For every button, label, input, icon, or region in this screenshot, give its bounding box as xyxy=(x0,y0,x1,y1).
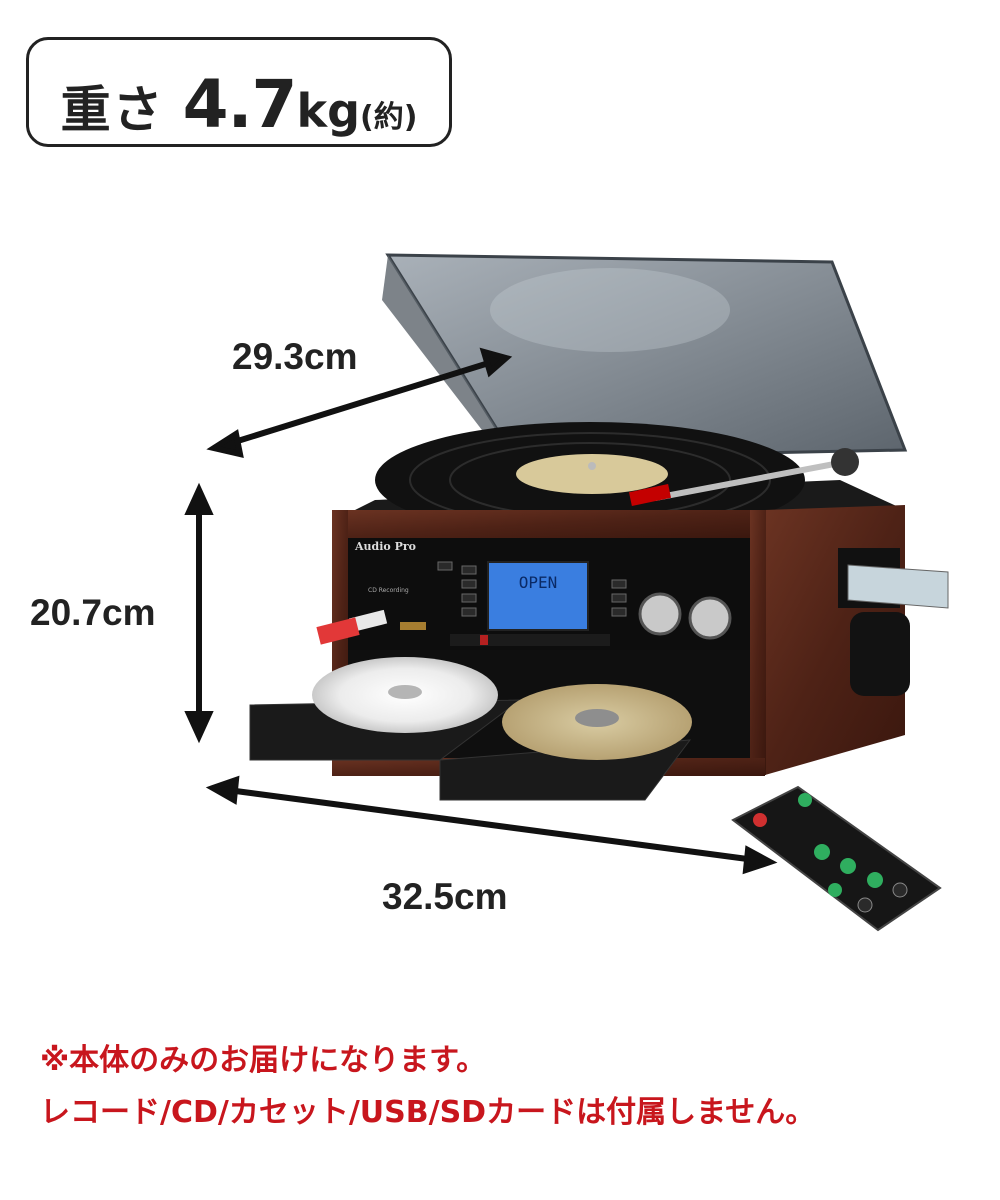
product-image: Audio Pro CD Recording OPEN xyxy=(249,253,949,932)
width-arrow-head-left xyxy=(205,775,240,805)
depth-arrow-line xyxy=(227,359,493,447)
dimension-arrows xyxy=(184,347,778,875)
notice-line-2: レコード/CD/カセット/USB/SDカードは付属しません。 xyxy=(40,1095,816,1130)
depth-arrow-head-right xyxy=(479,347,513,378)
speaker-grille xyxy=(850,612,910,696)
height-dimension-label: 20.7cm xyxy=(30,592,156,633)
cd-tray-left xyxy=(249,657,522,761)
weight-label: 重さ xyxy=(60,81,165,139)
tuning-knob xyxy=(688,596,732,640)
lcd-display xyxy=(487,561,589,631)
cd-tray-right xyxy=(439,684,692,801)
notice-text: ※本体のみのお届けになります。 レコード/CD/カセット/USB/SDカードは付… xyxy=(40,1035,815,1139)
width-arrow-line xyxy=(227,787,756,863)
cassette-deck xyxy=(838,548,949,609)
dust-cover xyxy=(382,253,908,460)
usb-stick xyxy=(316,609,388,645)
remote-control xyxy=(731,785,942,932)
height-arrow-head-bottom xyxy=(184,711,214,744)
weight-unit: kg xyxy=(296,84,361,138)
lcd-text: OPEN xyxy=(519,573,558,592)
brand-logo: Audio Pro xyxy=(354,540,416,553)
weight-approx-note: (約) xyxy=(360,100,418,135)
notice-line-1: ※本体のみのお届けになります。 xyxy=(40,1043,487,1078)
tonearm xyxy=(628,448,859,507)
depth-dimension-label: 29.3cm xyxy=(232,336,358,377)
weight-value: 4.7 xyxy=(182,66,298,143)
height-arrow-head-top xyxy=(184,482,214,515)
volume-knob xyxy=(638,592,682,636)
weight-badge: 重さ 4.7 kg (約) xyxy=(26,37,452,147)
cd-recording-label: CD Recording xyxy=(368,587,409,594)
width-arrow-head-right xyxy=(742,845,778,875)
width-dimension-label: 32.5cm xyxy=(382,876,508,917)
depth-arrow-head-left xyxy=(206,429,244,458)
